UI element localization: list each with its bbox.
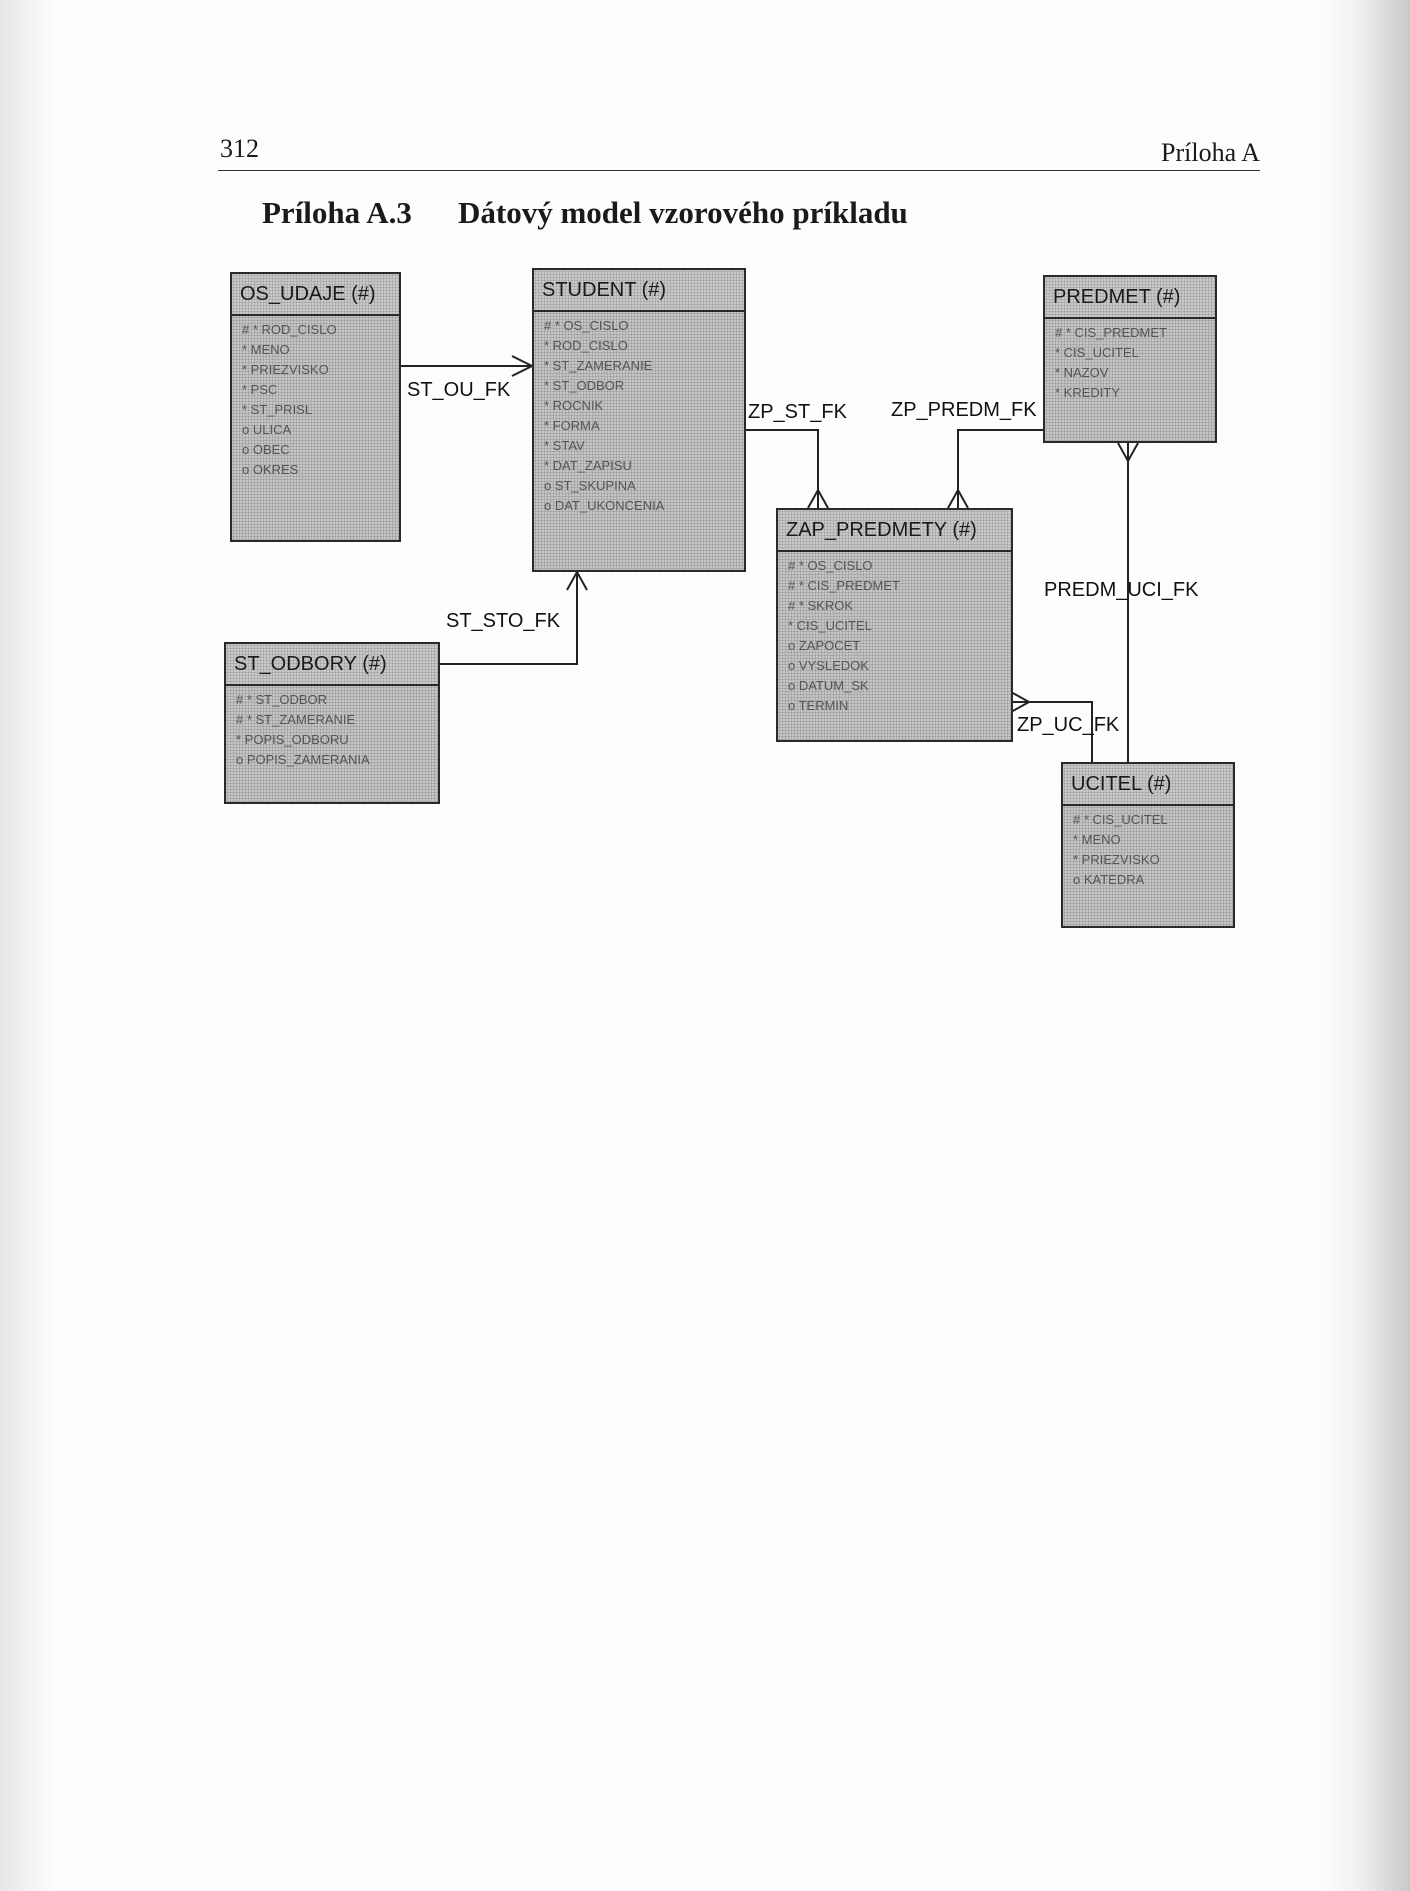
attribute-list: # * OS_CISLO * ROD_CISLO * ST_ZAMERANIE … — [534, 312, 744, 516]
zp-st-fk-crowsfoot — [807, 487, 829, 509]
page-gutter-shadow — [0, 0, 55, 1891]
attribute-list: # * OS_CISLO # * CIS_PREDMET # * SKROK *… — [778, 552, 1011, 716]
attribute: o VYSLEDOK — [788, 658, 869, 673]
relationship-label-zp-uc-fk: ZP_UC_FK — [1017, 714, 1120, 736]
attribute: * DAT_ZAPISU — [544, 458, 632, 473]
attribute: * ROCNIK — [544, 398, 604, 413]
attribute: # * CIS_PREDMET — [788, 578, 900, 593]
entity-title: ZAP_PREDMETY (#) — [778, 510, 1011, 552]
attribute: # * ST_ODBOR — [236, 692, 328, 707]
predm-uci-fk-crowsfoot — [1117, 442, 1139, 464]
zp-uc-fk-line — [1011, 701, 1093, 762]
attribute: o DAT_UKONCENIA — [544, 498, 665, 513]
attribute: # * OS_CISLO — [788, 558, 873, 573]
entity-title: OS_UDAJE (#) — [232, 274, 399, 316]
attribute: * ST_ODBOR — [544, 378, 625, 393]
attribute: o POPIS_ZAMERANIA — [236, 752, 370, 767]
caption-title: Dátový model vzorového príkladu — [458, 195, 908, 230]
entity-ucitel[interactable]: UCITEL (#) # * CIS_UCITEL * MENO * PRIEZ… — [1061, 762, 1235, 928]
attribute: o KATEDRA — [1073, 872, 1145, 887]
attribute: # * CIS_UCITEL — [1073, 812, 1168, 827]
attribute: * POPIS_ODBORU — [236, 732, 349, 747]
attribute: * PRIEZVISKO — [242, 362, 329, 377]
caption-number: Príloha A.3 — [262, 195, 412, 230]
page-header: 312 Príloha A — [218, 130, 1260, 171]
entity-title: PREDMET (#) — [1045, 277, 1215, 319]
relationship-label-predm-uci-fk: PREDM_UCI_FK — [1044, 579, 1199, 601]
attribute: * ST_PRISL — [242, 402, 313, 417]
attribute: * KREDITY — [1055, 385, 1121, 400]
running-head: Príloha A — [1161, 138, 1260, 167]
attribute: * ROD_CISLO — [544, 338, 628, 353]
entity-title: UCITEL (#) — [1063, 764, 1233, 806]
attribute: o ST_SKUPINA — [544, 478, 636, 493]
attribute: o OKRES — [242, 462, 299, 477]
relationship-label-zp-st-fk: ZP_ST_FK — [748, 401, 847, 423]
attribute: o ULICA — [242, 422, 292, 437]
st-sto-fk-line — [440, 572, 578, 665]
attribute: # * ST_ZAMERANIE — [236, 712, 356, 727]
entity-student[interactable]: STUDENT (#) # * OS_CISLO * ROD_CISLO * S… — [532, 268, 746, 572]
attribute: * MENO — [1073, 832, 1121, 847]
attribute: * PSC — [242, 382, 278, 397]
entity-zap-predmety[interactable]: ZAP_PREDMETY (#) # * OS_CISLO # * CIS_PR… — [776, 508, 1013, 742]
attribute-list: # * CIS_UCITEL * MENO * PRIEZVISKO o KAT… — [1063, 806, 1233, 890]
entity-title: STUDENT (#) — [534, 270, 744, 312]
attribute: # * OS_CISLO — [544, 318, 629, 333]
attribute: o ZAPOCET — [788, 638, 861, 653]
attribute: # * SKROK — [788, 598, 854, 613]
attribute: o TERMIN — [788, 698, 849, 713]
attribute-list: # * ROD_CISLO * MENO * PRIEZVISKO * PSC … — [232, 316, 399, 480]
attribute: # * CIS_PREDMET — [1055, 325, 1167, 340]
relationship-label-st-sto-fk: ST_STO_FK — [446, 610, 561, 632]
attribute: * MENO — [242, 342, 290, 357]
zp-uc-fk-crowsfoot — [1010, 691, 1032, 713]
relationship-label-st-ou-fk: ST_OU_FK — [407, 379, 511, 401]
figure-caption: Príloha A.3 Dátový model vzorového príkla… — [262, 195, 908, 231]
attribute: * CIS_UCITEL — [1055, 345, 1139, 360]
st-sto-fk-crowsfoot — [566, 569, 588, 591]
attribute-list: # * ST_ODBOR # * ST_ZAMERANIE * POPIS_OD… — [226, 686, 438, 770]
attribute: # * ROD_CISLO — [242, 322, 337, 337]
attribute: o OBEC — [242, 442, 290, 457]
entity-st-odbory[interactable]: ST_ODBORY (#) # * ST_ODBOR # * ST_ZAMERA… — [224, 642, 440, 804]
entity-os-udaje[interactable]: OS_UDAJE (#) # * ROD_CISLO * MENO * PRIE… — [230, 272, 401, 542]
attribute: * FORMA — [544, 418, 600, 433]
attribute-list: # * CIS_PREDMET * CIS_UCITEL * NAZOV * K… — [1045, 319, 1215, 403]
attribute: * ST_ZAMERANIE — [544, 358, 653, 373]
zp-st-fk-line — [744, 429, 819, 508]
page-edge-shadow — [1320, 0, 1410, 1891]
relationship-label-zp-predm-fk: ZP_PREDM_FK — [891, 399, 1037, 421]
attribute: o DATUM_SK — [788, 678, 869, 693]
entity-title: ST_ODBORY (#) — [226, 644, 438, 686]
attribute: * STAV — [544, 438, 585, 453]
zp-predm-fk-crowsfoot — [947, 487, 969, 509]
attribute: * PRIEZVISKO — [1073, 852, 1160, 867]
zp-predm-fk-line — [957, 429, 1043, 508]
page-number: 312 — [220, 134, 259, 163]
entity-predmet[interactable]: PREDMET (#) # * CIS_PREDMET * CIS_UCITEL… — [1043, 275, 1217, 443]
attribute: * CIS_UCITEL — [788, 618, 872, 633]
attribute: * NAZOV — [1055, 365, 1109, 380]
